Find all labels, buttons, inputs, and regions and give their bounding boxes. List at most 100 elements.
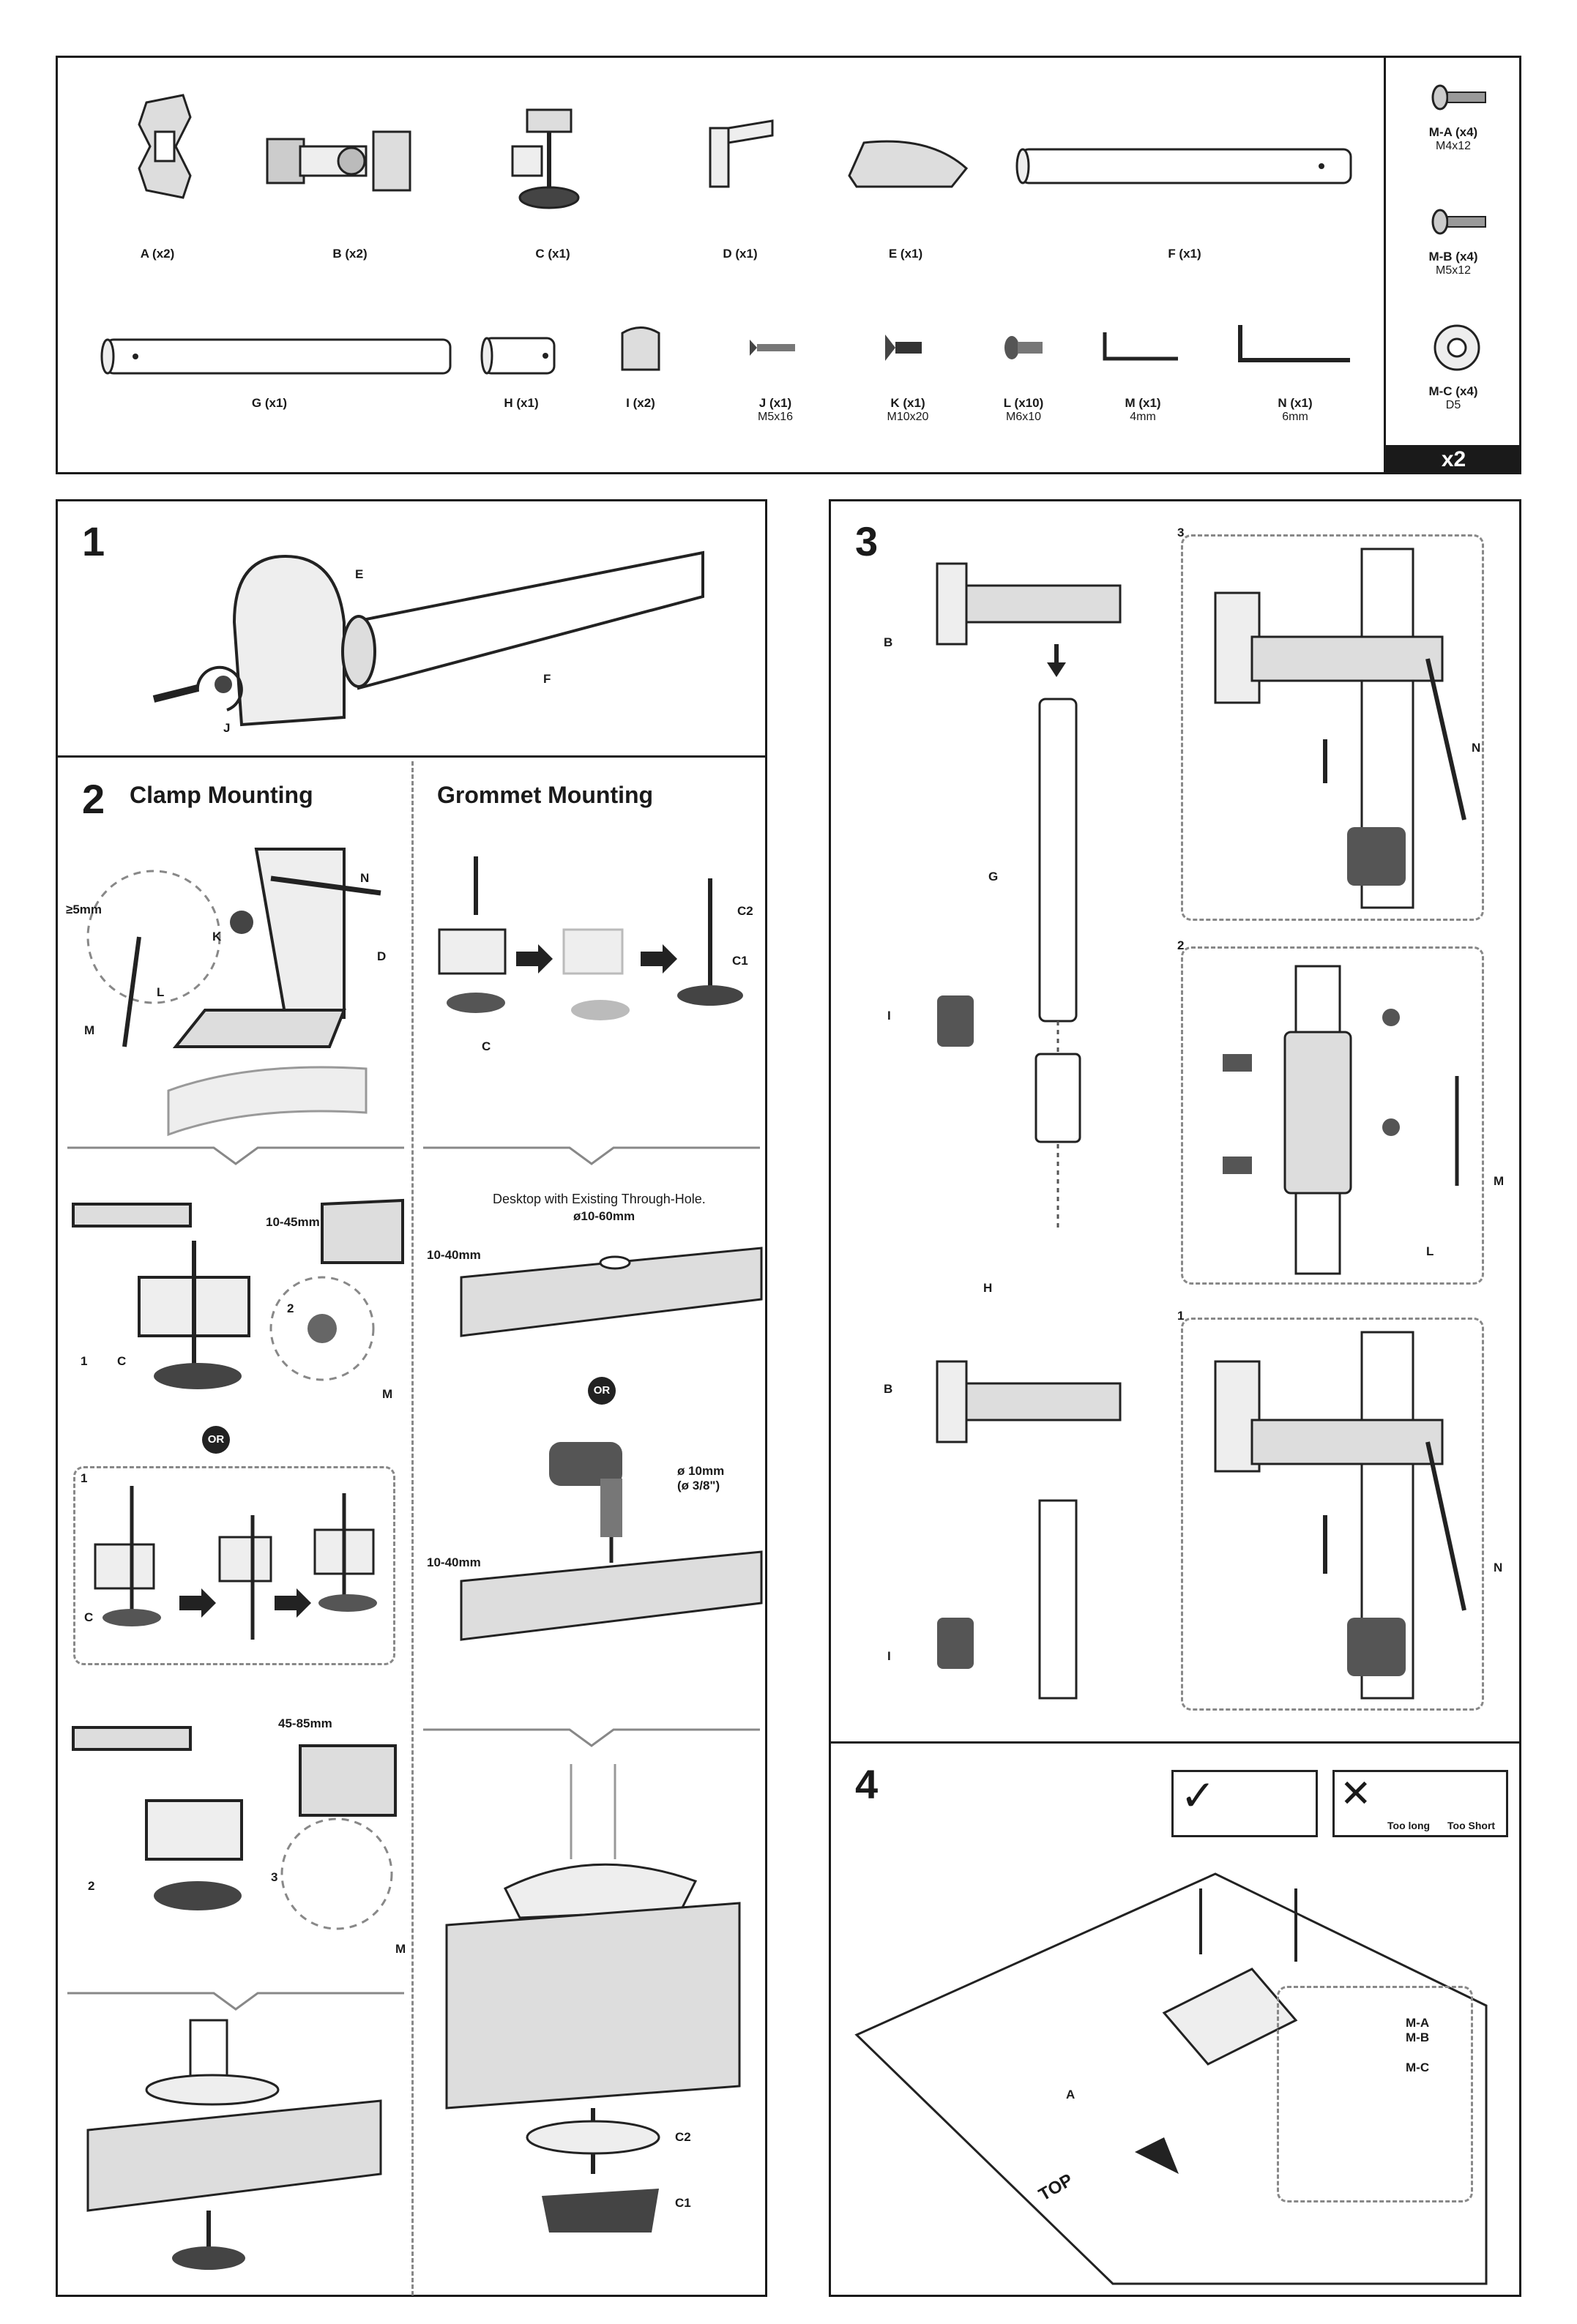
bag-spec-mc: D5: [1445, 398, 1461, 411]
grommet-final-illustration: [445, 1764, 741, 2233]
clamp-sub-step2: 2: [287, 1301, 294, 1315]
too-long-label: Too long: [1387, 1820, 1431, 1831]
detail-2-number: 2: [1177, 938, 1185, 952]
detail-1-callout-n: N: [1494, 1561, 1503, 1574]
part-label-j: J (x1)M5x16: [713, 396, 838, 423]
conversion-callout-c: C: [84, 1610, 94, 1624]
part-label-i: I (x2): [626, 396, 655, 410]
part-label-n: N (x1)6mm: [1233, 396, 1357, 423]
hardware-callout-mb: M-B: [1406, 2030, 1430, 2044]
clamp-final-illustration: [86, 2019, 382, 2270]
part-l-screw-icon: [1004, 336, 1043, 359]
part-spec-j: M5x16: [757, 410, 794, 423]
wrong-screw-box: [1332, 1770, 1508, 1837]
step1-callout-e: E: [355, 567, 364, 581]
grommet-callout-c: C: [482, 1039, 491, 1053]
detail-2-callout-l: L: [1426, 1244, 1434, 1258]
parts-divider: [1384, 56, 1386, 474]
conversion-sub-step1: 1: [81, 1471, 88, 1485]
clamp-callout-m2: M: [382, 1387, 393, 1401]
step3-callout-b-top: B: [884, 635, 893, 649]
hardware-callout-ma: M-A: [1406, 2016, 1430, 2030]
step3-callout-i-bottom: I: [887, 1649, 891, 1663]
detail-box-2: [1181, 946, 1484, 1285]
step3-pole-assembly-illustration: [936, 562, 1122, 1700]
detail-box-3: [1181, 534, 1484, 921]
part-n-allen-key-icon: [1238, 325, 1350, 362]
or-label-grommet: OR: [593, 1384, 611, 1397]
clamp-callout-l: L: [157, 985, 165, 999]
clamp-range2-label: 45-85mm: [278, 1716, 332, 1730]
or-badge-clamp: [202, 1426, 230, 1454]
step-3-number: 3: [855, 518, 879, 564]
desk-drill-illustration: [460, 1550, 763, 1641]
desk-range-1: 10-40mm: [427, 1248, 481, 1262]
bag-spec-mb: M5x12: [1435, 264, 1472, 277]
hole-range: ø10-60mm: [573, 1209, 635, 1223]
clamp-r2-callout-m: M: [395, 1942, 406, 1956]
detail-3-callout-n: N: [1472, 741, 1481, 755]
clamp-r2-sub-step2: 2: [88, 1879, 95, 1893]
bag-label-mc: M-C (x4)D5: [1391, 384, 1516, 411]
step3-callout-g: G: [988, 870, 999, 883]
cross-icon: ✕: [1340, 1773, 1372, 1815]
part-label-c: C (x1): [535, 247, 570, 261]
clamp-range1-label: 10-45mm: [266, 1215, 320, 1229]
part-spec-m: 4mm: [1130, 410, 1156, 423]
part-b-tilt-bracket-icon: [266, 130, 411, 192]
desk-through-hole-illustration: [460, 1247, 763, 1337]
detail-2-illustration: [1223, 965, 1459, 1275]
bag-label-ma: M-A (x4)M4x12: [1391, 125, 1516, 152]
clamp-callout-k: K: [212, 930, 222, 944]
step-4-number: 4: [855, 1761, 879, 1807]
part-h-coupler-icon: [480, 337, 556, 375]
step1-divider: [56, 755, 767, 758]
part-c-clamp-icon: [511, 108, 580, 209]
grommet-final-c2: C2: [675, 2130, 691, 2144]
or-badge-grommet: [588, 1377, 616, 1405]
grommet-final-c1: C1: [675, 2196, 691, 2210]
part-label-l: L (x10)M6x10: [961, 396, 1086, 423]
detail-1-number: 1: [1177, 1309, 1185, 1323]
part-label-b: B (x2): [332, 247, 368, 261]
parts-panel: [56, 56, 1521, 474]
part-spec-l: M6x10: [1005, 410, 1042, 423]
correct-screw-box: [1171, 1770, 1318, 1837]
divider-chevron: [67, 1992, 404, 2011]
divider-chevron: [423, 1146, 760, 1165]
part-a-vesa-plate-icon: [138, 94, 192, 199]
step2-column-divider: [411, 761, 414, 2295]
bag-mc-washer-icon: [1434, 324, 1480, 371]
grommet-callout-c1: C1: [732, 954, 748, 968]
part-label-k: K (x1)M10x20: [846, 396, 970, 423]
step1-callout-f: F: [543, 672, 551, 686]
clamp-range2-illustration: [72, 1726, 397, 1930]
drill-icon: [549, 1442, 622, 1563]
part-spec-k: M10x20: [887, 410, 929, 423]
part-f-pole-icon: [1015, 148, 1352, 184]
grommet-callout-c2: C2: [737, 904, 753, 918]
part-label-f: F (x1): [1168, 247, 1201, 261]
part-e-base-plate-icon: [848, 140, 969, 188]
too-short-label: Too Short: [1447, 1820, 1496, 1831]
detail-box-1: [1181, 1318, 1484, 1711]
hardware-detail-box: [1277, 1986, 1473, 2202]
desk-range-2: 10-40mm: [427, 1555, 481, 1569]
step1-base-pole-illustration: [152, 550, 704, 727]
step1-callout-j: J: [223, 721, 231, 735]
bag-label-mb: M-B (x4)M5x12: [1391, 250, 1516, 277]
bag-ma-screw-icon: [1431, 84, 1486, 111]
step4-monitor-back-illustration: [854, 1872, 1488, 2285]
part-j-screw-icon: [750, 340, 795, 356]
clamp-mounting-title: Clamp Mounting: [130, 782, 313, 808]
part-g-pole-icon: [100, 338, 452, 375]
step3-callout-h: H: [983, 1281, 993, 1295]
bag-spec-ma: M4x12: [1435, 139, 1472, 152]
part-label-m: M (x1)4mm: [1081, 396, 1205, 423]
detail-1-illustration: [1214, 1331, 1466, 1700]
hardware-callout-mc: M-C: [1406, 2060, 1430, 2074]
clamp-callout-c: C: [117, 1354, 127, 1368]
step-1-number: 1: [82, 518, 105, 564]
detail-2-callout-m: M: [1494, 1174, 1505, 1188]
part-label-g: G (x1): [251, 396, 288, 410]
